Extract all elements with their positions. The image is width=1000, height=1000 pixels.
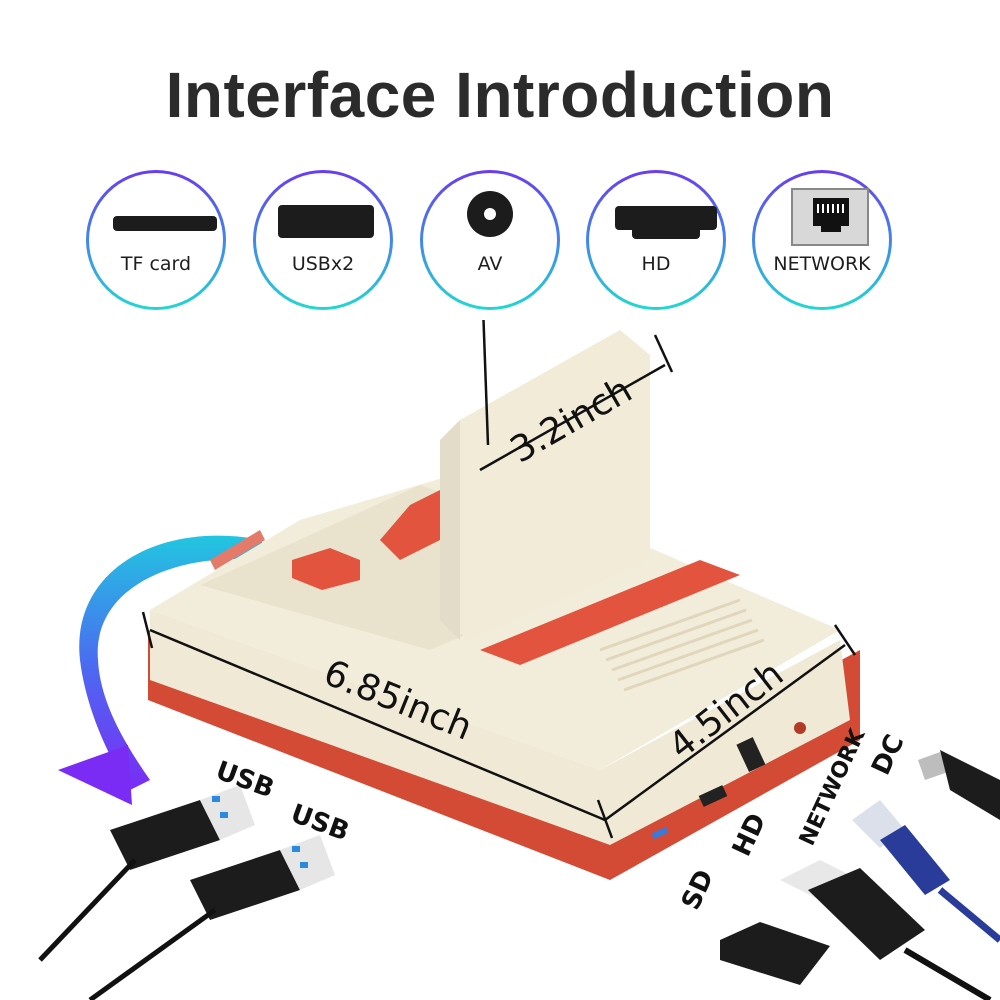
arrow-head-icon: [58, 745, 132, 805]
dc-plug-body: [940, 750, 1000, 820]
ethernet-port-on-console: [736, 737, 766, 772]
interface-label: USBx2: [291, 253, 355, 275]
usb-plug-1: [38, 785, 255, 962]
interface-hd: HD: [586, 170, 726, 310]
interface-label: AV: [477, 253, 503, 275]
hdmi-port-icon-lower: [632, 223, 700, 239]
dc-port-on-console: [794, 722, 806, 734]
interface-network: NETWORK: [752, 170, 892, 310]
product-illustration: 3.2inch 6.85inch 4.5inch USB USB SD HD N…: [0, 320, 1000, 1000]
hdmi-port-on-console: [698, 785, 728, 807]
interface-usb: USBx2: [253, 170, 393, 310]
page-title: Interface Introduction: [165, 59, 835, 131]
usb-port-icon: [278, 205, 374, 238]
interface-label: HD: [641, 253, 671, 275]
ethernet-plug-body: [880, 825, 950, 895]
console-illustration: [38, 320, 1000, 1000]
usb-plug-2: [88, 835, 335, 1000]
interface-av: AV: [420, 170, 560, 310]
tf-card-slot-icon: [113, 216, 217, 231]
hdmi-plug-body: [808, 868, 925, 960]
dc-plug-tip: [918, 752, 948, 780]
sd-slot-on-console: [651, 826, 669, 840]
ethernet-port-icon: [791, 188, 869, 246]
interface-tf-card: TF card: [86, 170, 226, 310]
interface-icon-row: TF card USBx2 AV HD NETWORK: [0, 170, 1000, 310]
av-jack-icon: [467, 191, 513, 237]
interface-label: TF card: [120, 253, 192, 275]
sd-card-icon: [720, 922, 830, 985]
interface-label: NETWORK: [773, 253, 871, 275]
